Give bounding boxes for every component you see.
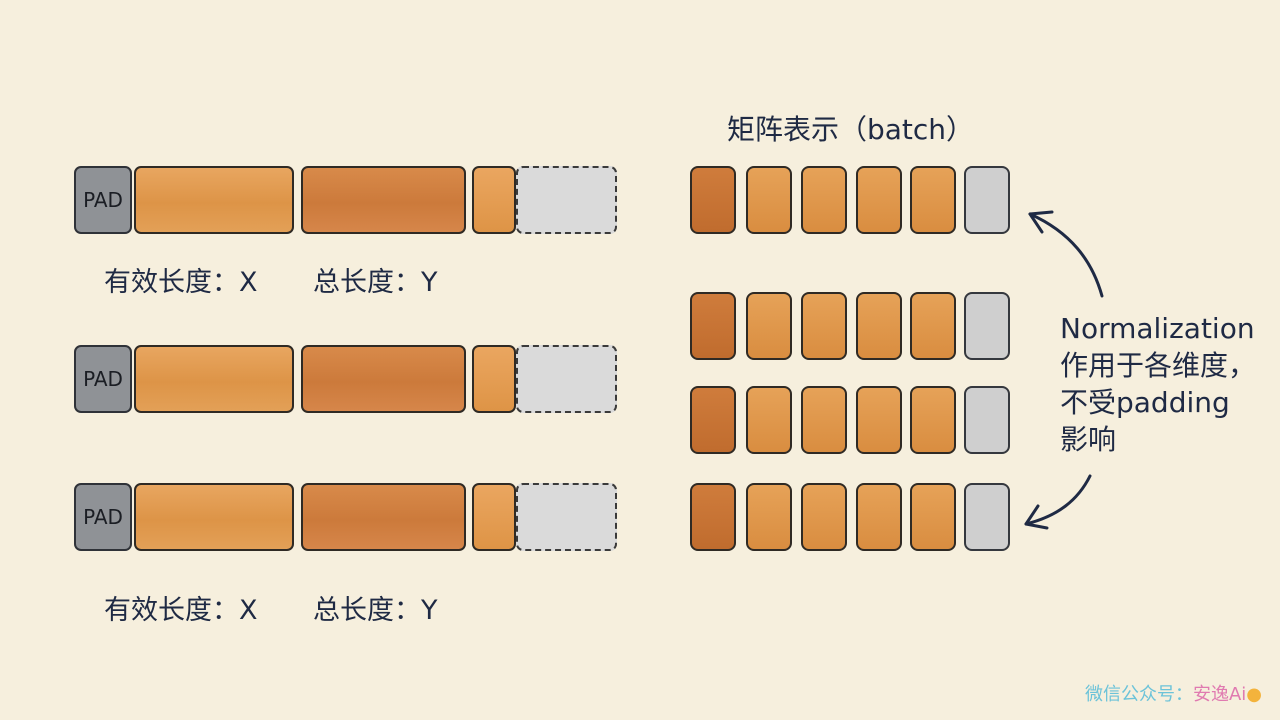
- arrowhead-up-icon: [1028, 210, 1054, 234]
- matrix-cell: [856, 483, 902, 551]
- pad-label: PAD: [83, 367, 123, 391]
- matrix-cell: [746, 292, 792, 360]
- padding-slot: [516, 483, 617, 551]
- matrix-cell: [690, 386, 736, 454]
- matrix-cell: [910, 483, 956, 551]
- watermark: 微信公众号：安逸Ai●: [1085, 680, 1262, 706]
- matrix-cell: [801, 292, 847, 360]
- sequence-row-3: PAD: [74, 483, 619, 551]
- matrix-row-1: [690, 166, 1012, 234]
- matrix-padding-cell: [964, 166, 1010, 234]
- matrix-row-3: [690, 386, 1012, 454]
- note-line: 影响: [1060, 423, 1117, 456]
- matrix-cell: [910, 166, 956, 234]
- matrix-cell: [801, 166, 847, 234]
- matrix-padding-cell: [964, 292, 1010, 360]
- pad-block: PAD: [74, 166, 132, 234]
- matrix-cell: [801, 483, 847, 551]
- arrow-down: [1024, 474, 1092, 526]
- token-block: [134, 345, 294, 413]
- sequence-row-2: PAD: [74, 345, 619, 413]
- matrix-cell: [856, 292, 902, 360]
- token-block: [472, 166, 516, 234]
- normalization-note: Normalization 作用于各维度， 不受padding 影响: [1060, 310, 1256, 458]
- pad-label: PAD: [83, 505, 123, 529]
- valid-length-label: 有效长度：X: [104, 267, 258, 298]
- note-line: 不受padding: [1060, 386, 1230, 419]
- matrix-cell: [801, 386, 847, 454]
- matrix-padding-cell: [964, 386, 1010, 454]
- token-block: [472, 483, 516, 551]
- pad-block: PAD: [74, 345, 132, 413]
- padding-slot: [516, 345, 617, 413]
- matrix-cell: [856, 386, 902, 454]
- token-block: [301, 345, 466, 413]
- total-length-label: 总长度：Y: [313, 267, 438, 298]
- matrix-row-2: [690, 292, 1012, 360]
- matrix-title: 矩阵表示（batch）: [727, 113, 975, 146]
- token-block: [134, 166, 294, 234]
- token-block: [301, 166, 466, 234]
- arrow-up: [1028, 212, 1104, 298]
- total-length-label: 总长度：Y: [313, 595, 438, 626]
- note-line: Normalization: [1060, 312, 1255, 345]
- arrowhead-down-icon: [1024, 504, 1049, 530]
- matrix-cell: [690, 483, 736, 551]
- sequence-row-1: PAD: [74, 166, 619, 234]
- duck-icon: ●: [1246, 684, 1262, 705]
- valid-length-label: 有效长度：X: [104, 595, 258, 626]
- matrix-cell: [746, 166, 792, 234]
- matrix-cell: [690, 292, 736, 360]
- padding-slot: [516, 166, 617, 234]
- matrix-cell: [910, 386, 956, 454]
- token-block: [472, 345, 516, 413]
- matrix-row-4: [690, 483, 1012, 551]
- watermark-text: 微信公众号：: [1084, 684, 1193, 705]
- watermark-brand: 安逸Ai: [1192, 684, 1247, 705]
- matrix-cell: [746, 483, 792, 551]
- token-block: [301, 483, 466, 551]
- matrix-cell: [910, 292, 956, 360]
- matrix-cell: [690, 166, 736, 234]
- matrix-padding-cell: [964, 483, 1010, 551]
- pad-block: PAD: [74, 483, 132, 551]
- matrix-cell: [856, 166, 902, 234]
- note-line: 作用于各维度，: [1060, 349, 1257, 382]
- token-block: [134, 483, 294, 551]
- pad-label: PAD: [83, 188, 123, 212]
- matrix-cell: [746, 386, 792, 454]
